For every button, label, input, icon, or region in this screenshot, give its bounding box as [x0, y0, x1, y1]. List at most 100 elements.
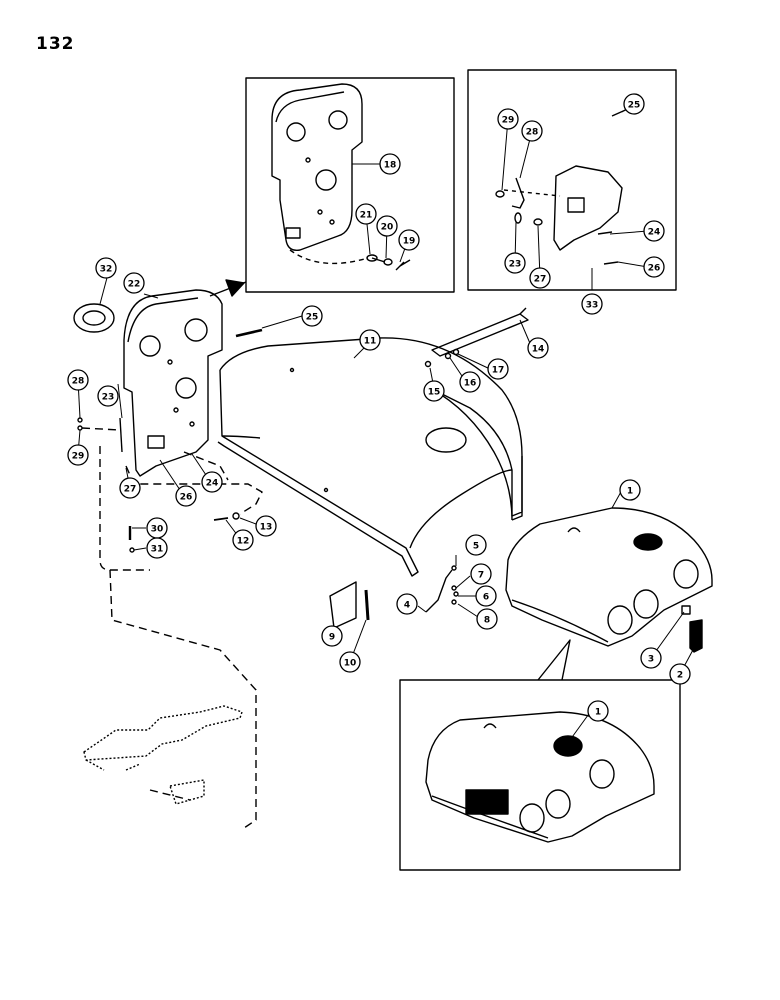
nut-29: [77, 425, 83, 431]
svg-text:1: 1: [595, 708, 601, 718]
svg-text:8: 8: [484, 616, 490, 626]
panel-support-inset-drawing: [495, 107, 631, 265]
svg-text:24: 24: [206, 479, 219, 489]
callout-6: 6: [475, 585, 497, 607]
bar-fastener-15: [424, 360, 432, 368]
svg-text:9: 9: [329, 633, 335, 643]
callout-32: 32: [95, 257, 117, 279]
svg-text:28: 28: [526, 128, 539, 138]
svg-text:13: 13: [260, 523, 273, 533]
bracket-drawing: [425, 569, 453, 613]
svg-text:3: 3: [648, 655, 654, 665]
svg-text:11: 11: [364, 337, 377, 347]
callout-20: 20: [376, 215, 398, 237]
inset-grille-box: [399, 679, 681, 871]
svg-text:25: 25: [628, 101, 641, 111]
callout-1: 1: [619, 479, 641, 501]
svg-text:23: 23: [509, 260, 522, 270]
svg-text:27: 27: [534, 275, 547, 285]
callout-33: 33: [581, 293, 603, 315]
svg-text:10: 10: [344, 659, 357, 669]
callout-8: 8: [476, 608, 498, 630]
svg-text:29: 29: [502, 116, 515, 126]
svg-text:30: 30: [151, 525, 164, 535]
callout-30: 30: [146, 517, 168, 539]
svg-text:6: 6: [483, 593, 489, 603]
callout-14: 14: [527, 337, 549, 359]
pin-drawing: [235, 328, 263, 338]
callout-31: 31: [146, 537, 168, 559]
svg-text:17: 17: [492, 366, 505, 376]
callout-22: 22: [123, 272, 145, 294]
callout-7: 7: [470, 563, 492, 585]
grommet-drawing: [73, 303, 115, 333]
svg-text:19: 19: [403, 237, 416, 247]
callout-28-inset: 28: [521, 120, 543, 142]
svg-text:14: 14: [532, 345, 545, 355]
callout-27-inset: 27: [529, 267, 551, 289]
svg-text:21: 21: [360, 211, 373, 221]
callout-23: 23: [97, 385, 119, 407]
callout-25-inset: 25: [623, 93, 645, 115]
callout-23-inset: 23: [504, 252, 526, 274]
svg-text:4: 4: [404, 601, 410, 611]
svg-text:26: 26: [180, 493, 193, 503]
callout-15: 15: [423, 380, 445, 402]
svg-text:15: 15: [428, 388, 441, 398]
callout-28: 28: [67, 369, 89, 391]
callout-21: 21: [355, 203, 377, 225]
callout-2: 2: [669, 663, 691, 685]
svg-text:32: 32: [100, 265, 113, 275]
svg-text:2: 2: [677, 671, 683, 681]
inset-panel-support-box: [467, 69, 677, 291]
plate-drawing: [329, 581, 357, 629]
instrument-panel-inset-drawing: [271, 83, 411, 271]
stud-23: [119, 417, 123, 453]
svg-text:20: 20: [381, 223, 394, 233]
bolt-drawing: [213, 517, 229, 521]
callout-16: 16: [459, 371, 481, 393]
callout-13: 13: [255, 515, 277, 537]
callout-5: 5: [465, 534, 487, 556]
svg-text:27: 27: [124, 485, 137, 495]
washer-31: [129, 547, 135, 553]
svg-text:22: 22: [128, 280, 141, 290]
svg-text:23: 23: [102, 393, 115, 403]
callout-12: 12: [232, 529, 254, 551]
hood-drawing: [217, 337, 523, 577]
grille-inset-pointer: [537, 639, 571, 681]
svg-text:18: 18: [384, 161, 397, 171]
callouts: 1 2 3 4 5 6 7 8 9 10 11 12 13 14 15 16 1…: [67, 93, 691, 722]
svg-text:16: 16: [464, 379, 477, 389]
support-bar-drawing: [431, 307, 529, 357]
hardware-8: [451, 599, 457, 605]
callout-29-inset: 29: [497, 108, 519, 130]
callout-9: 9: [321, 625, 343, 647]
inset-instrument-panel-box: [245, 77, 455, 293]
bar-fastener-16: [444, 352, 452, 360]
frame-section-drawing: [83, 705, 243, 805]
callout-1-inset: 1: [587, 700, 609, 722]
rod-drawing: [364, 589, 370, 621]
bar-fastener-17: [452, 348, 460, 356]
callout-26-inset: 26: [643, 256, 665, 278]
svg-text:28: 28: [72, 377, 85, 387]
svg-text:26: 26: [648, 264, 661, 274]
svg-text:7: 7: [478, 571, 484, 581]
svg-text:1: 1: [627, 487, 633, 497]
instrument-panel-drawing: [123, 289, 223, 477]
svg-text:5: 5: [473, 542, 479, 552]
hardware-5: [451, 565, 457, 571]
grille-inset-drawing: [425, 711, 655, 843]
instrument-panel-arrowhead: [225, 279, 245, 297]
callout-11: 11: [359, 329, 381, 351]
callout-26: 26: [175, 485, 197, 507]
page-number: 132: [36, 34, 75, 54]
svg-text:25: 25: [306, 313, 319, 323]
callout-27: 27: [119, 477, 141, 499]
plug-drawing: [681, 605, 703, 653]
svg-text:29: 29: [72, 452, 85, 462]
callout-4: 4: [396, 593, 418, 615]
